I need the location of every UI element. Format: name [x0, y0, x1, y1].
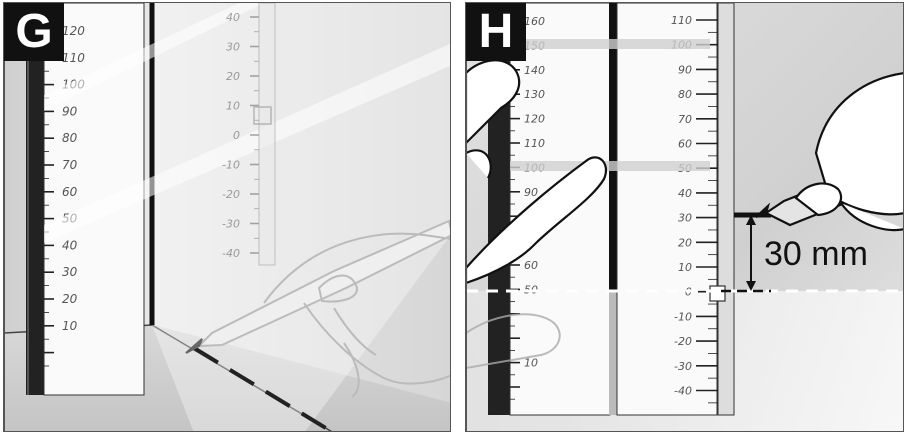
ruler-label: 10: [62, 319, 78, 333]
ruler-label: 110: [62, 51, 85, 65]
ruler-label: -10: [222, 159, 240, 172]
ruler-label: 70: [62, 158, 78, 172]
ruler-label: 40: [62, 238, 78, 252]
ruler-label: 60: [524, 259, 538, 272]
laser-line-vertical: [609, 3, 617, 291]
ruler-label: 80: [678, 88, 692, 101]
ruler-label: 60: [678, 138, 692, 151]
ruler-label: -40: [674, 385, 692, 398]
mark-line: [192, 346, 335, 431]
ruler-label: 10: [226, 100, 240, 113]
ruler-label: -30: [222, 218, 240, 231]
ruler-label: 140: [524, 64, 545, 77]
ruler-label: 10: [678, 261, 692, 274]
panel-g: 120110100908070605040302010 403020100-10…: [3, 2, 451, 432]
ruler-label: 30: [678, 212, 692, 225]
laser-band-150: [510, 39, 710, 49]
ruler-label: -40: [222, 247, 240, 260]
ruler-label: 70: [678, 113, 692, 126]
ruler-label: 120: [524, 113, 545, 126]
ruler-label: 20: [678, 236, 692, 249]
measurement-label: 30 mm: [764, 235, 868, 273]
ruler-label: 20: [62, 292, 78, 306]
ruler-label: -30: [674, 360, 692, 373]
ruler-label: 30: [226, 41, 240, 54]
laser-band-upper: [44, 3, 264, 111]
ruler-label: -20: [222, 188, 240, 201]
laser-band-100: [510, 161, 710, 171]
ruler-label: 30: [62, 265, 78, 279]
ruler-label: 90: [678, 63, 692, 76]
ruler-label: 10: [524, 357, 538, 370]
ruler-label: 20: [226, 70, 240, 83]
ruler-label: -10: [674, 310, 692, 323]
ruler-label: 80: [62, 131, 78, 145]
ruler-label: 160: [524, 15, 545, 28]
ruler-label: 40: [226, 11, 240, 24]
ruler-right: 1101009080706050403020100-10-20-30-40: [616, 3, 735, 416]
ruler-label: 0: [233, 129, 240, 142]
ruler-label: 40: [678, 187, 692, 200]
panel-label-h: H: [466, 3, 526, 61]
panel-g-illustration: 120110100908070605040302010 403020100-10…: [4, 3, 450, 431]
ruler-label: 90: [524, 186, 538, 199]
ruler-label: 110: [524, 137, 545, 150]
ruler-laser-reflection: 40 30 20 10 0 -10 -20 -30 -40: [222, 3, 276, 266]
ruler-label: -20: [674, 335, 692, 348]
hand-with-pencil: [185, 219, 450, 398]
laser-plane: [152, 3, 450, 431]
panel-h-illustration: 160150140130120110100908070605010 110100…: [466, 3, 903, 431]
hand-with-marker: [755, 72, 903, 231]
ruler-label: 130: [524, 88, 545, 101]
laser-band-lower: [44, 43, 450, 243]
hand-holding-ruler-faded: [466, 313, 561, 369]
laser-line-vertical-faded: [609, 291, 617, 415]
ruler-label: 120: [62, 24, 85, 38]
ruler-label: 110: [671, 14, 692, 27]
panel-label-g: G: [4, 3, 64, 61]
ruler-label: 90: [62, 104, 78, 118]
hand-holding-ruler: [466, 59, 607, 285]
ruler-label: 60: [62, 185, 78, 199]
panel-h: 160150140130120110100908070605010 110100…: [465, 2, 904, 432]
